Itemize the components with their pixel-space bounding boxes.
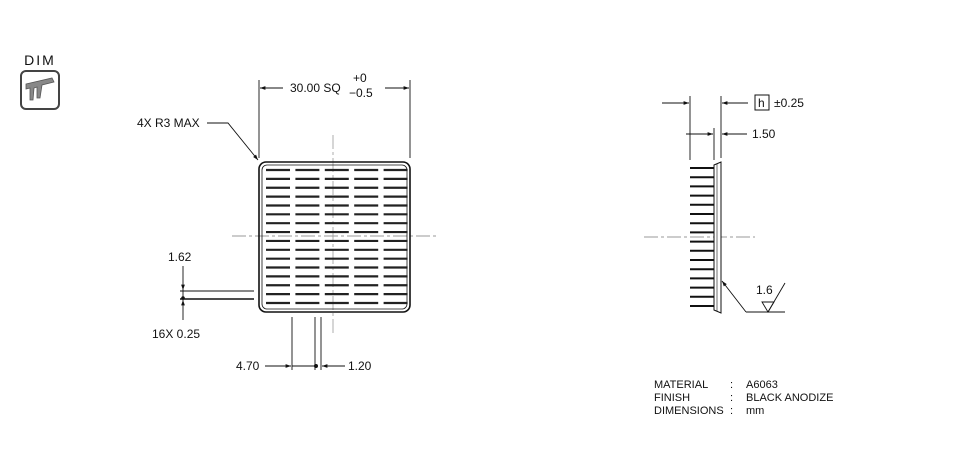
tolerance-upper: +0 <box>353 71 367 85</box>
spec-row-finish: FINISH : BLACK ANODIZE <box>654 392 834 404</box>
width-dimension: 30.00 SQ <box>290 81 341 95</box>
slot-width-dimension: 1.20 <box>348 359 372 373</box>
fin-thickness-dimension: 16X 0.25 <box>152 327 200 341</box>
surface-finish-icon <box>761 301 775 313</box>
dim-tool-button[interactable]: DIM <box>18 52 62 110</box>
height-tolerance: ±0.25 <box>774 96 804 110</box>
heatsink-outline <box>258 161 411 313</box>
dim-label: DIM <box>24 52 56 68</box>
fin-grid <box>266 168 408 305</box>
spec-row-material: MATERIAL : A6063 <box>654 379 778 391</box>
side-view: h ±0.25 1.50 1.6 <box>644 94 804 314</box>
spec-row-dimensions: DIMENSIONS : mm <box>654 405 765 417</box>
height-symbol-box <box>754 94 770 111</box>
surface-roughness: 1.6 <box>756 283 773 297</box>
spec-notes: MATERIAL : A6063 FINISH : BLACK ANODIZE … <box>654 379 833 418</box>
base-thickness-dimension: 1.50 <box>752 127 776 141</box>
height-symbol: h <box>758 96 765 110</box>
front-view: 30.00 SQ +0 −0.5 4X R3 MAX 1.62 16X 0.25… <box>137 71 436 373</box>
corner-radius-note: 4X R3 MAX <box>137 116 200 130</box>
caliper-icon <box>20 70 60 110</box>
tolerance-lower: −0.5 <box>349 86 373 100</box>
fin-pitch-dimension: 1.62 <box>168 250 192 264</box>
fin-length-dimension: 4.70 <box>236 359 260 373</box>
side-fins <box>690 167 714 307</box>
